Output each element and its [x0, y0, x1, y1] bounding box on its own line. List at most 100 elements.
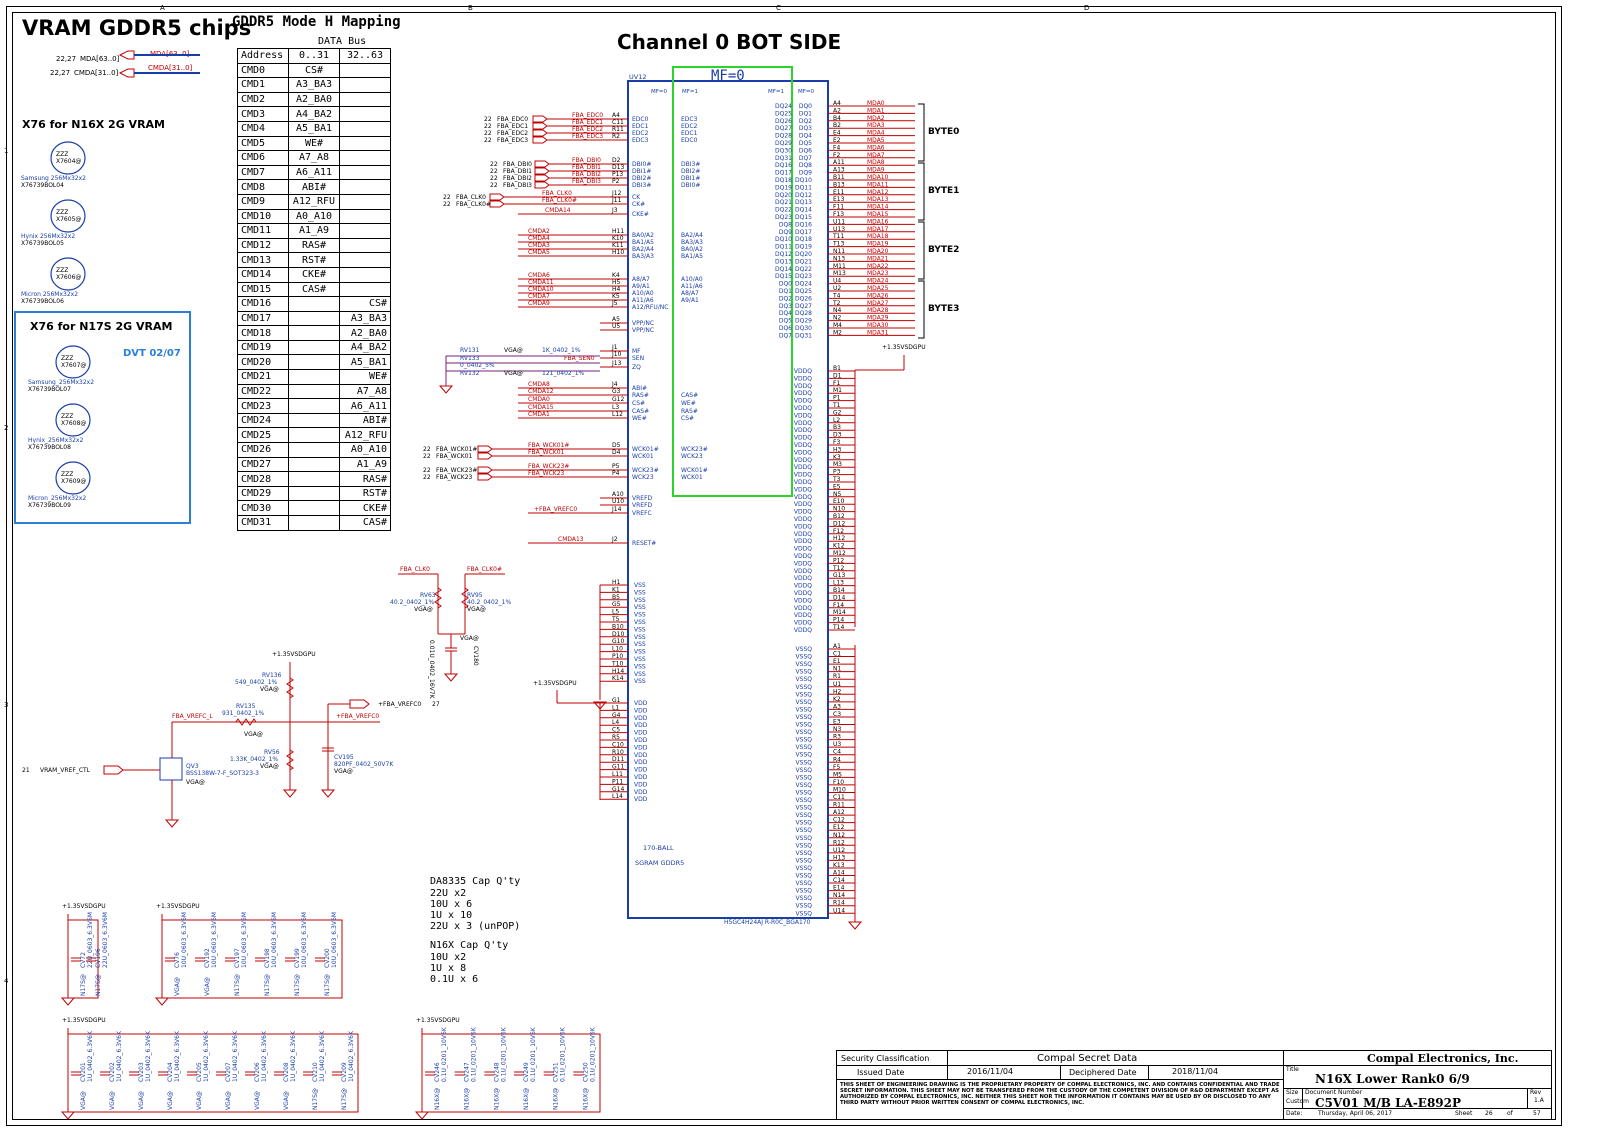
vss-pin: VSS — [634, 619, 646, 626]
vssq-pin: VSSQ — [796, 774, 813, 781]
dq-ball: N2 — [833, 315, 841, 322]
dbi-ref: 22 — [490, 168, 498, 175]
byte-bracket — [918, 280, 925, 339]
size-label: Size — [1286, 1089, 1299, 1096]
vssq-pin: VSSQ — [796, 729, 813, 736]
ba-label: CMDA3 — [528, 242, 550, 249]
dq-pin-alt: DQ22 — [775, 207, 792, 214]
cap-row2a-cap-ref: CV207 — [225, 1062, 232, 1082]
chip-pin-alt: BA0/A2 — [681, 246, 703, 253]
mda-label: MDA27 — [867, 300, 889, 307]
dq-ball: A2 — [833, 107, 841, 114]
vssq-ball: N3 — [833, 726, 841, 733]
mda-label: MDA8 — [867, 159, 885, 166]
dq-ball: E13 — [833, 196, 845, 203]
byte-bracket — [918, 162, 925, 221]
vddq-pin: VDDQ — [794, 560, 812, 567]
chip-pin-ball: J12 — [611, 190, 622, 197]
vddq-ball: D12 — [833, 520, 845, 527]
vddq-ball: D3 — [833, 432, 842, 439]
vrefc-l-label: FBA_VREFC_L — [172, 713, 213, 720]
chip-pin-ball: C11 — [612, 119, 624, 126]
dq-pin-alt: DQ18 — [775, 177, 792, 184]
vdd-ball: C10 — [612, 741, 624, 748]
vssq-pin: VSSQ — [796, 722, 813, 729]
dbi-flag — [534, 167, 550, 175]
chip-pin-ball: J5 — [611, 300, 618, 307]
chip-pin-name: RESET# — [632, 540, 656, 547]
rv56-value: 1.33K_0402_1% — [230, 756, 278, 763]
n16x-item-1-ref: X7604@ — [56, 158, 81, 165]
chip-pin-ball: J2 — [611, 536, 618, 543]
vss-pin: VSS — [634, 656, 646, 663]
vdd-ball: G14 — [612, 786, 624, 793]
vddq-pin: VDDQ — [794, 605, 812, 612]
dq-pin-alt: DQ17 — [775, 170, 792, 177]
cap-row2a-cap-value: 1U_0402_6.3V6K — [116, 1030, 123, 1082]
vss-pin: VSS — [634, 597, 646, 604]
vddq-pin: VDDQ — [794, 627, 812, 634]
n17s-item-1-zzz: ZZZ — [61, 355, 73, 362]
sheet-label: Sheet — [1455, 1110, 1473, 1117]
chip-pin-ball: P2 — [612, 178, 620, 185]
da-cap-line-1: 22U x2 — [430, 888, 467, 899]
cap-row2a-ground — [60, 1111, 76, 1120]
chip-body — [627, 80, 829, 919]
chip-pin-name: DBI2# — [632, 175, 651, 182]
mda-label: MDA17 — [867, 226, 889, 233]
vssq-pin: VSSQ — [796, 661, 813, 668]
vram-ctl-ref: 21 — [22, 767, 30, 774]
rv56-ground — [282, 789, 298, 798]
chip-pin-alt: CAS# — [681, 392, 698, 399]
cap-row1b-cap-option: VGA@ — [174, 977, 181, 996]
dq-pin-name: DQ4 — [799, 133, 812, 140]
zone-left-3: 3 — [4, 701, 9, 709]
dq-ball: M11 — [833, 263, 846, 270]
dq-ball: A11 — [833, 159, 845, 166]
n16x-item-3-ref: X7606@ — [56, 274, 81, 281]
rv63-value: 40.2_0402_1% — [390, 599, 434, 606]
mda-label: MDA20 — [867, 248, 889, 255]
chip-pin-ball: H10 — [612, 249, 624, 256]
vddq-ball: T1 — [832, 402, 841, 409]
cap-row2a-cap-option: VGA@ — [196, 1091, 203, 1110]
wck-ref: 22 — [423, 474, 431, 481]
cv180-label: CV180 — [472, 646, 479, 666]
n17s-item-3-ref: X7609@ — [61, 478, 86, 485]
rv63-vga: VGA@ — [414, 606, 433, 613]
vssq-ball: U14 — [833, 907, 845, 914]
vss-pin: VSS — [634, 626, 646, 633]
chip-pin-name: WE# — [632, 415, 647, 422]
vddq-ball: L2 — [833, 417, 840, 424]
dq-pin-name: DQ18 — [795, 236, 812, 243]
dq-ball: E2 — [833, 137, 841, 144]
wck-label: FBA_WCK23 — [528, 470, 565, 477]
chip-ball: 170-BALL — [643, 844, 674, 852]
chip-pin-alt: BA2/A4 — [681, 232, 703, 239]
company-name: Compal Electronics, Inc. — [1367, 1052, 1519, 1065]
chip-mf0-a: MF=0 — [651, 89, 668, 95]
cap-row2a-cap-ref: CV208 — [283, 1062, 290, 1082]
vddq-pin: VDDQ — [794, 538, 812, 545]
vssq-ball: M5 — [833, 771, 842, 778]
clk0-term-label: FBA_CLK0 — [400, 566, 430, 573]
n16x-title: X76 for N16X 2G VRAM — [22, 118, 165, 131]
vddq-pin: VDDQ — [794, 472, 812, 479]
n16x-item-2-pn: X76739BOL05 — [21, 240, 64, 247]
n17s-item-3-pn: X76739BOL09 — [28, 502, 71, 509]
vddq-pin: VDDQ — [794, 464, 812, 471]
chip-pin-ball: A5 — [612, 316, 620, 323]
chip-pin-name: VPP/NC — [632, 320, 654, 327]
dq-ball: T13 — [832, 241, 844, 248]
vssq-pin: VSSQ — [796, 744, 813, 751]
wck-flag — [477, 466, 493, 474]
vddq-ball: B12 — [833, 513, 845, 520]
edc-name: FBA_EDC1 — [497, 123, 528, 130]
vddq-pin: VDDQ — [794, 620, 812, 627]
qv3-label: QV3 — [186, 763, 199, 770]
cap-row1b-cap-ref: CV199 — [294, 948, 301, 968]
dvt-note: DVT 02/07 — [123, 348, 181, 359]
chip-pin-ball: D13 — [612, 164, 624, 171]
wck-ref: 22 — [423, 446, 431, 453]
n16-cap-line-3: 0.1U x 6 — [430, 974, 479, 985]
